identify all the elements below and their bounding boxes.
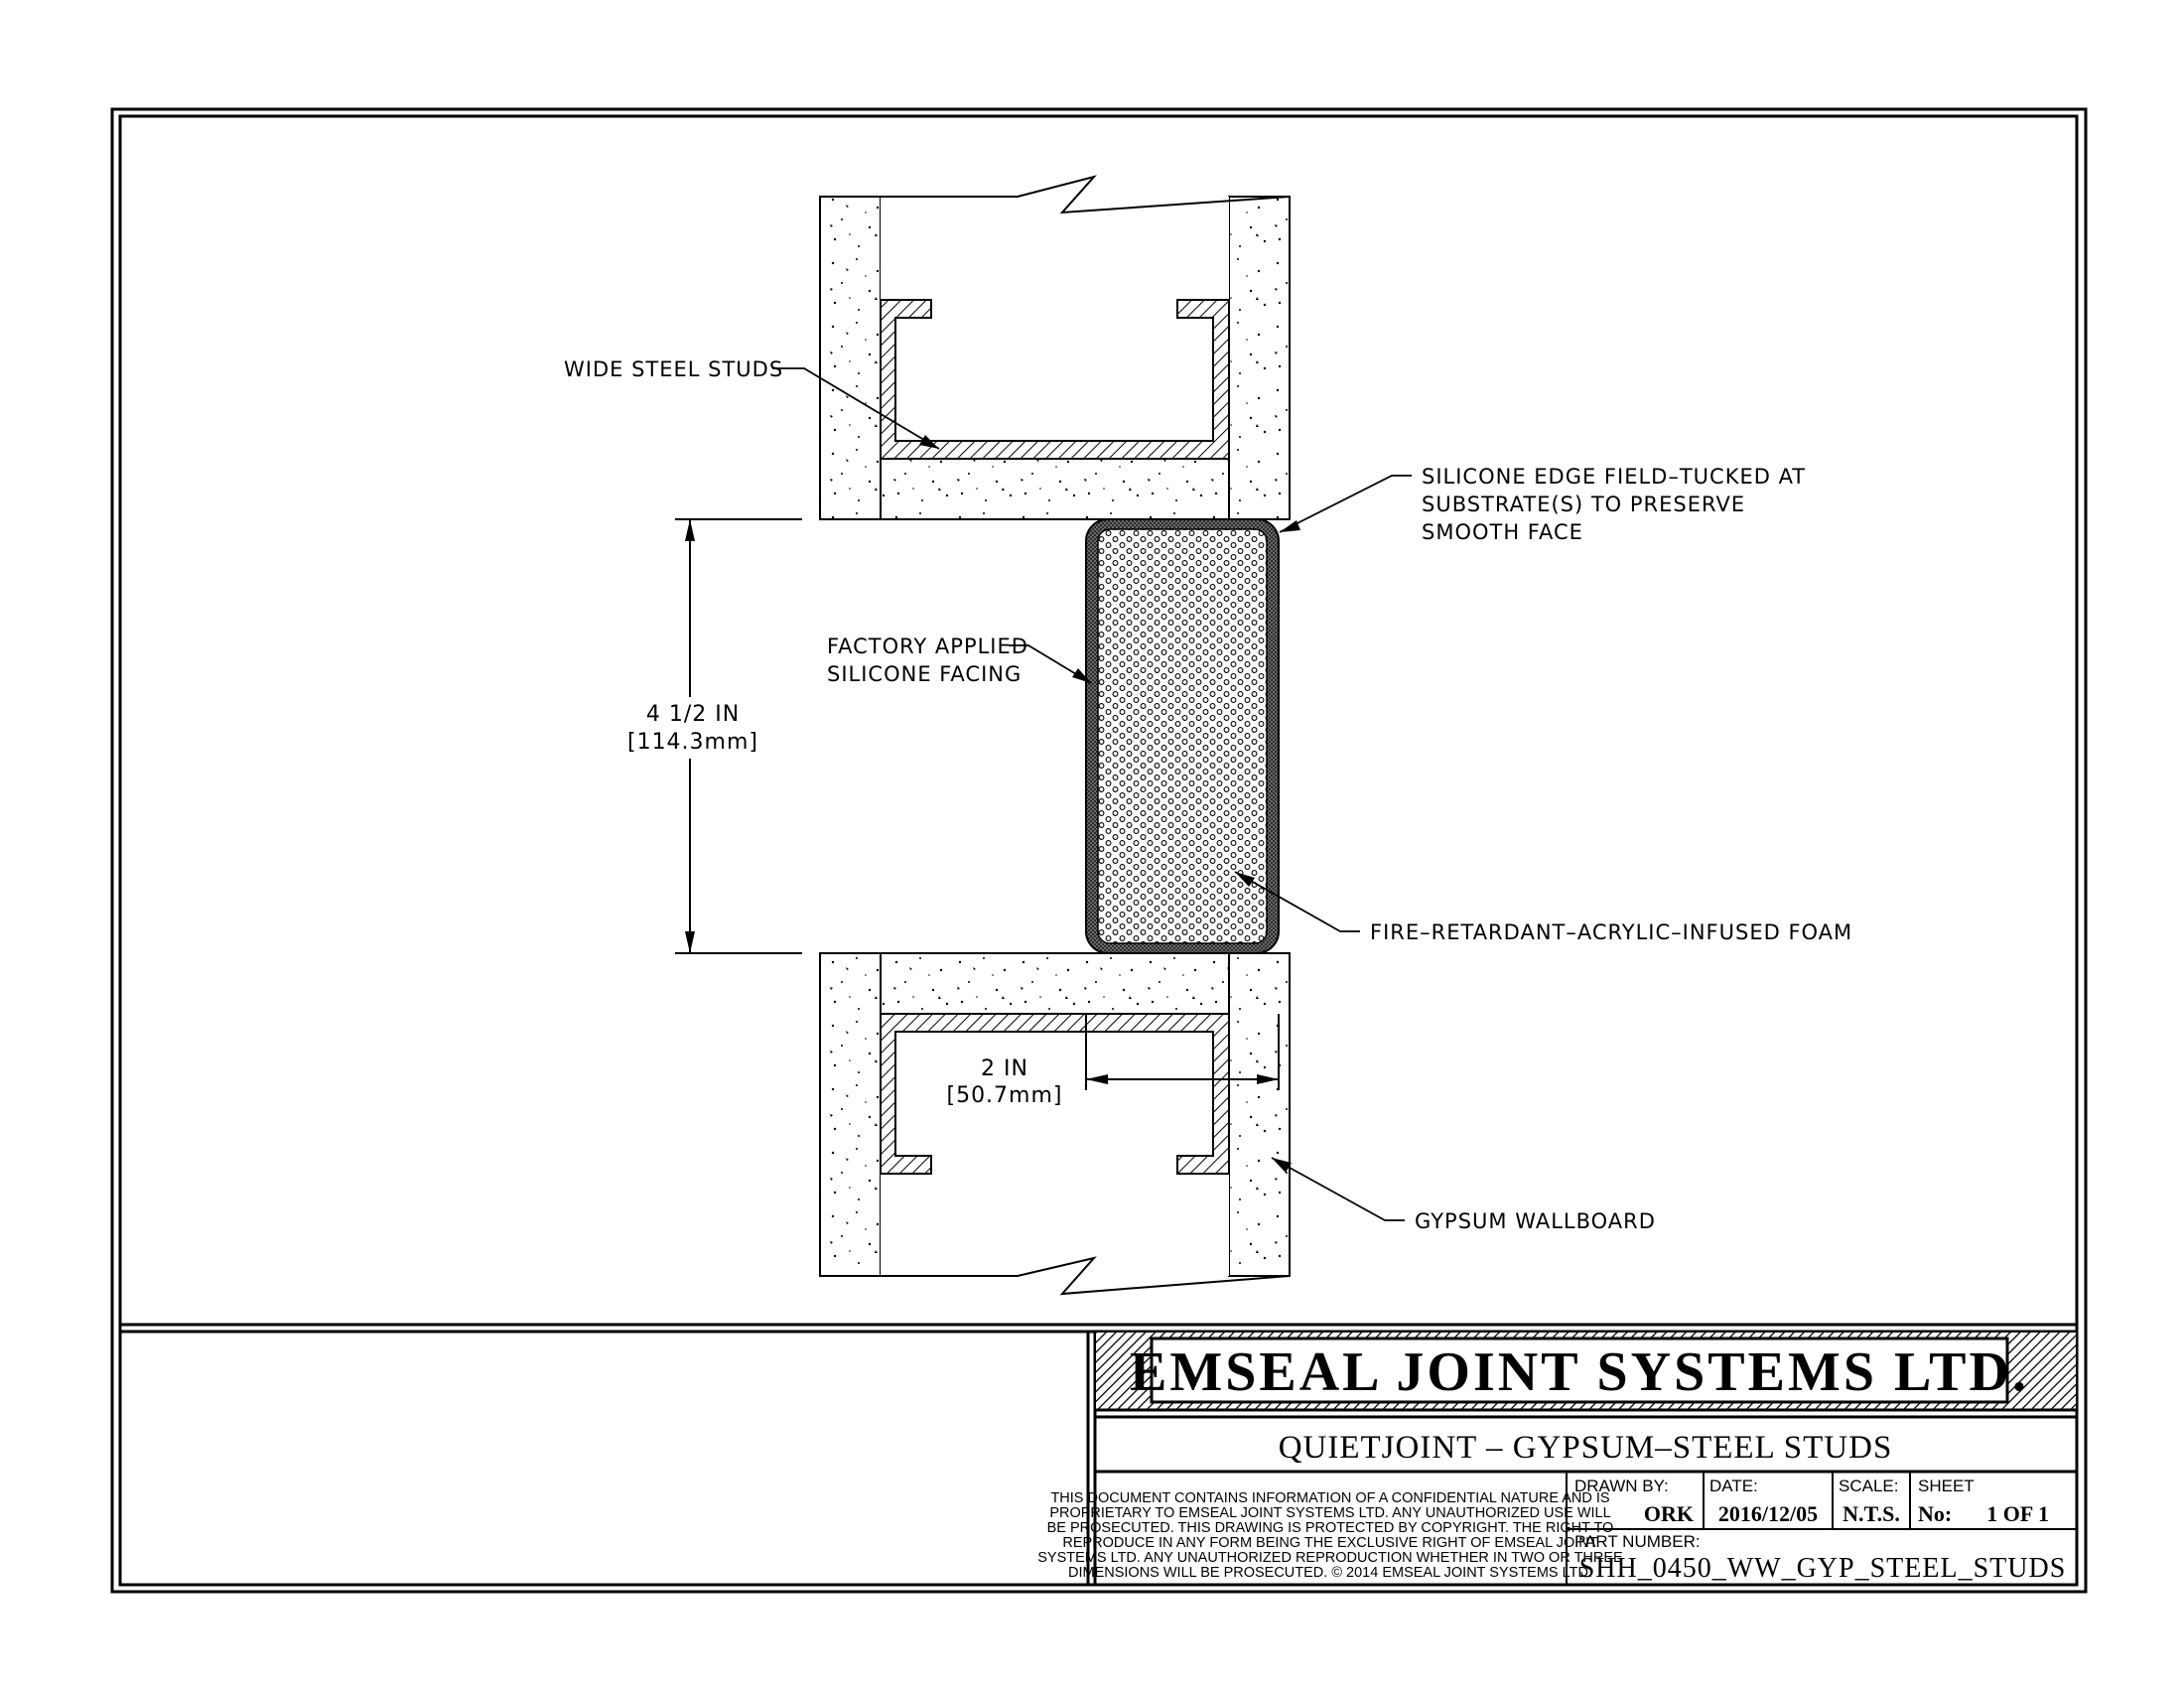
scale-value: N.T.S.	[1843, 1501, 1900, 1526]
depth-imperial: 2 IN	[981, 1056, 1028, 1081]
callout-wide-steel-studs: WIDE STEEL STUDS	[564, 357, 940, 450]
disclaimer: THIS DOCUMENT CONTAINS INFORMATION OF A …	[1037, 1490, 1623, 1581]
svg-text:WIDE STEEL STUDS: WIDE STEEL STUDS	[564, 357, 783, 381]
svg-text:SILICONE EDGE FIELD–TUCKED AT: SILICONE EDGE FIELD–TUCKED AT	[1422, 465, 1806, 489]
gypsum-board-right	[1228, 952, 1291, 1277]
callout-foam: FIRE–RETARDANT–ACRYLIC–INFUSED FOAM	[1234, 871, 1852, 944]
svg-text:PROPRIETARY TO EMSEAL JOINT SY: PROPRIETARY TO EMSEAL JOINT SYSTEMS LTD.…	[1049, 1505, 1610, 1521]
callout-factory-applied: FACTORY APPLIED SILICONE FACING	[827, 634, 1092, 686]
drawing-title: QUIETJOINT – GYPSUM–STEEL STUDS	[1279, 1430, 1893, 1466]
steel-stud	[880, 299, 1230, 460]
svg-text:FACTORY APPLIED: FACTORY APPLIED	[827, 634, 1028, 658]
title-block: EMSEAL JOINT SYSTEMS LTD. QUIETJOINT – G…	[1037, 1330, 2079, 1587]
steel-stud	[880, 1013, 1230, 1175]
gypsum-board-left	[819, 952, 882, 1277]
gypsum-board-right	[1228, 196, 1291, 520]
gypsum-board-face	[880, 458, 1230, 520]
sheet-value: 1 OF 1	[1986, 1501, 2049, 1526]
scale-label: SCALE:	[1839, 1477, 1898, 1495]
joint-detail: 4 1/2 IN [114.3mm] 2 IN [50.7mm] WIDE ST…	[564, 175, 1852, 1296]
svg-text:REPRODUCE IN ANY FORM BEING TH: REPRODUCE IN ANY FORM BEING THE EXCLUSIV…	[1062, 1535, 1597, 1551]
lower-wall	[819, 952, 1291, 1296]
depth-dimension: 2 IN [50.7mm]	[946, 1014, 1280, 1108]
drawn-by-label: DRAWN BY:	[1574, 1477, 1669, 1495]
outer-border	[110, 107, 2088, 1594]
acrylic-infused-foam	[1097, 528, 1268, 944]
svg-text:SYSTEMS LTD. ANY UNAUTHORIZED: SYSTEMS LTD. ANY UNAUTHORIZED REPRODUCTI…	[1037, 1550, 1623, 1566]
gypsum-board-face	[880, 952, 1230, 1015]
svg-text:BE PROSECUTED. THIS DRAWING IS: BE PROSECUTED. THIS DRAWING IS PROTECTED…	[1047, 1520, 1614, 1536]
part-number-label: PART NUMBER:	[1574, 1532, 1701, 1551]
joint-width-imperial: 4 1/2 IN	[646, 702, 740, 727]
svg-text:SILICONE FACING: SILICONE FACING	[827, 662, 1022, 686]
callout-silicone-edge: SILICONE EDGE FIELD–TUCKED AT SUBSTRATE(…	[1279, 465, 1806, 544]
date-value: 2016/12/05	[1718, 1501, 1818, 1526]
upper-wall	[819, 175, 1291, 520]
svg-text:THIS DOCUMENT CONTAINS INFORMA: THIS DOCUMENT CONTAINS INFORMATION OF A …	[1050, 1490, 1609, 1506]
svg-text:SMOOTH FACE: SMOOTH FACE	[1422, 520, 1583, 544]
svg-text:SUBSTRATE(S) TO PRESERVE: SUBSTRATE(S) TO PRESERVE	[1422, 492, 1745, 516]
svg-text:FIRE–RETARDANT–ACRYLIC–INFUSED: FIRE–RETARDANT–ACRYLIC–INFUSED FOAM	[1370, 920, 1852, 944]
depth-metric: [50.7mm]	[946, 1083, 1062, 1108]
company-name: EMSEAL JOINT SYSTEMS LTD.	[1130, 1341, 2029, 1403]
sheet-label: SHEET	[1918, 1477, 1975, 1495]
joint-width-metric: [114.3mm]	[627, 730, 758, 755]
revision-box	[118, 1330, 1090, 1587]
drawn-by-value: ORK	[1644, 1501, 1694, 1526]
svg-text:DIMENSIONS WILL BE PROSECUTED.: DIMENSIONS WILL BE PROSECUTED. © 2014 EM…	[1068, 1565, 1592, 1581]
callout-gypsum: GYPSUM WALLBOARD	[1271, 1157, 1656, 1233]
sheet-no-label: No:	[1918, 1501, 1952, 1526]
break-line	[820, 1256, 1291, 1296]
gypsum-board-left	[819, 196, 882, 520]
svg-text:GYPSUM WALLBOARD: GYPSUM WALLBOARD	[1415, 1209, 1656, 1233]
break-line	[820, 175, 1291, 214]
date-label: DATE:	[1709, 1477, 1758, 1495]
part-number-value: SHH_0450_WW_GYP_STEEL_STUDS	[1579, 1553, 2067, 1584]
joint-width-dimension: 4 1/2 IN [114.3mm]	[627, 518, 802, 954]
